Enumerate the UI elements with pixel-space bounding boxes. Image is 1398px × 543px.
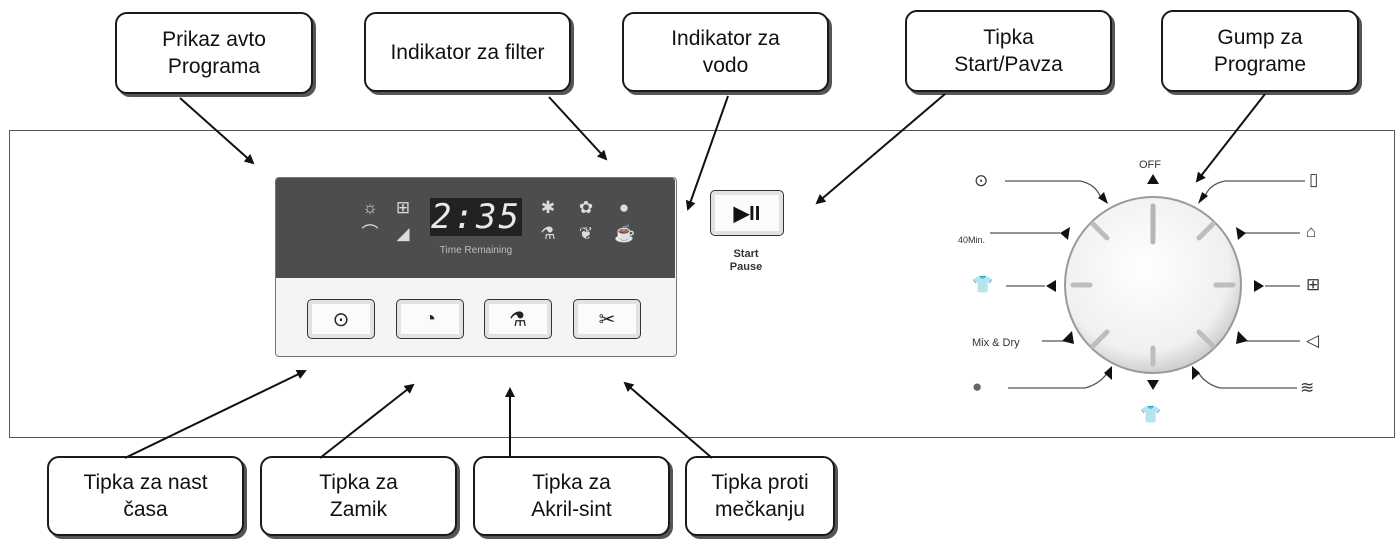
time-remaining-value: 2:35 <box>430 197 522 237</box>
program-knob <box>1064 196 1242 374</box>
arrow-auto-programs <box>179 97 255 165</box>
delay-button[interactable]: ◔ <box>396 299 464 339</box>
iron-steam-icon: ≋ <box>1300 378 1315 397</box>
quick-40min-icon: 40Min. <box>958 235 986 245</box>
display-console: ☼ ⊞ ⌒ ◢ 2:35 Time Remaining ✱ ✿ ● ⚗ ❦ ☕ … <box>275 177 677 357</box>
clock-icon: ⊙ <box>332 308 350 331</box>
tag-icon: ◁ <box>1306 331 1320 350</box>
arrow-start-pause <box>815 93 946 205</box>
arrow-program-knob <box>1195 93 1266 183</box>
shirt-bottom-icon: 👕 <box>1140 405 1162 424</box>
start-label-line2: Pause <box>729 261 763 273</box>
cup-icon: ☕ <box>614 224 636 243</box>
off-label: OFF <box>1139 159 1161 171</box>
timer-icon: ◔ <box>423 307 437 330</box>
arrow-anti-crease-key <box>623 381 713 459</box>
callout-filter-indicator: Indikator za filter <box>364 12 571 92</box>
hanger-icon: ⌒ <box>361 224 379 243</box>
trousers-icon: ▯ <box>1309 170 1319 189</box>
mix-dry-label: Mix & Dry <box>972 337 1020 349</box>
shirt-icon: 👕 <box>972 275 994 294</box>
acrylic-synthetic-button[interactable]: ⚗ <box>484 299 552 339</box>
square-grid-icon: ⊞ <box>1306 275 1321 294</box>
time-remaining-label: Time Remaining <box>439 245 513 256</box>
time-set-button[interactable]: ⊙ <box>307 299 375 339</box>
flower-icon: ✿ <box>578 198 594 217</box>
shirt-spin-icon: ✱ <box>540 198 556 217</box>
clock-icon: ⊙ <box>974 171 989 190</box>
off-pointer <box>1147 174 1159 184</box>
anti-crease-icon: ✂ <box>598 308 616 331</box>
start-pause-label: Start Pause <box>712 248 780 274</box>
sun-icon: ☼ <box>362 198 378 217</box>
house-icon: ⌂ <box>1306 222 1317 241</box>
flask-icon: ⚗ <box>540 224 556 243</box>
start-pause-button[interactable]: ▶II <box>710 190 784 236</box>
iron-icon: ◢ <box>396 224 410 243</box>
leaf-icon: ❦ <box>578 224 594 243</box>
lcd-display: ☼ ⊞ ⌒ ◢ 2:35 Time Remaining ✱ ✿ ● ⚗ ❦ ☕ <box>276 178 675 278</box>
arrow-water-indicator <box>685 95 729 211</box>
dot-icon: ● <box>618 198 630 217</box>
wool-ball-icon: ● <box>972 377 983 396</box>
start-label-line1: Start <box>733 248 759 260</box>
arrow-delay-key <box>319 383 415 459</box>
grid-icon: ⊞ <box>395 198 411 217</box>
flask-icon: ⚗ <box>509 308 527 331</box>
anti-crease-button[interactable]: ✂ <box>573 299 641 339</box>
arrow-time-set-key <box>124 369 307 459</box>
arrow-filter-indicator <box>548 96 608 161</box>
play-pause-icon: ▶II <box>733 202 761 225</box>
